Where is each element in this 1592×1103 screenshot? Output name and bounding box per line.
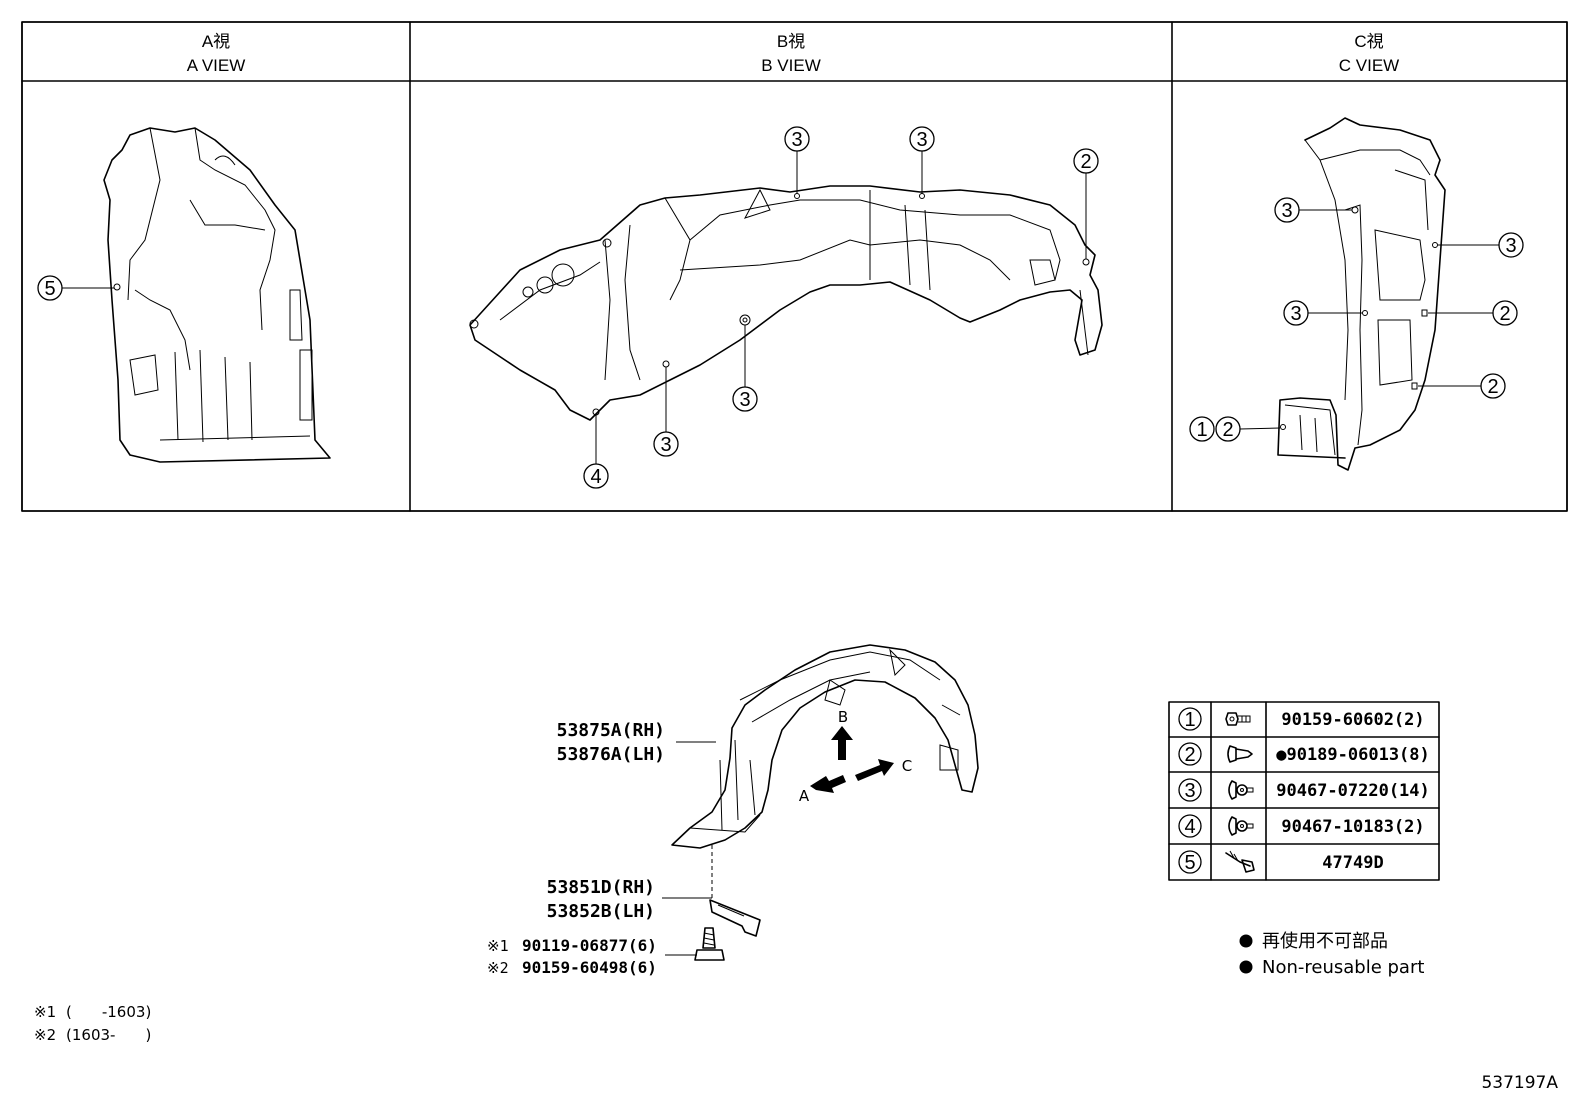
svg-text:3: 3 [1290,303,1301,325]
footnotes: ※1 ( -1603) ※2 (1603- ) [34,1003,151,1044]
view-panels-frame [21,21,1568,512]
svg-text:3: 3 [1505,235,1516,257]
liner-part-lh: 53876A(LH) [557,744,665,765]
row-index: 2 [1184,744,1195,766]
b-view-callout-4: 4 [583,415,609,489]
row-part: 90159-60602(2) [1281,710,1424,730]
table-row: 1 90159-60602(2) [1178,707,1425,731]
footnote-1-range: ( -1603) [66,1003,151,1021]
table-row: 4 90467-10183(2) [1178,814,1425,838]
svg-text:2: 2 [1487,376,1498,398]
a-view-liner-drawing [103,127,331,463]
footnote-2-range: (1603- ) [66,1026,151,1044]
c-view-callout-3b: 3 [1438,232,1524,258]
c-view-callout-2a: 2 [1428,300,1518,326]
c-view-callout-2b: 2 [1418,373,1506,399]
bolt-1-part: 90119-06877(6) [522,936,657,955]
bracket-part-lh: 53852B(LH) [547,901,655,922]
retainer-clip-icon [1228,816,1254,836]
non-reusable-dot-icon [1239,960,1253,974]
c-view-title-jp: C視 [1354,32,1383,51]
b-view-callout-2: 2 [1073,148,1099,259]
bolt-2-part: 90159-60498(6) [522,958,657,977]
c-view-callout-3a: 3 [1274,197,1352,223]
table-row: 2 ●90189-06013(8) [1178,742,1430,766]
row-part: 47749D [1322,853,1383,873]
b-view-title-en: B VIEW [761,56,821,75]
bracket-drawing [709,899,761,937]
row-part: 90467-07220(14) [1276,781,1430,801]
svg-text:3: 3 [791,129,802,151]
svg-text:4: 4 [590,466,601,488]
svg-text:1: 1 [1196,419,1207,441]
a-view-callout-5: 5 [37,275,114,301]
bolt-with-washer-icon [1225,712,1251,726]
bolt-1-mark: ※1 [487,937,509,955]
direction-c-label: C [902,757,912,775]
svg-text:5: 5 [44,278,55,300]
svg-text:3: 3 [1281,200,1292,222]
c-view-title-en: C VIEW [1339,56,1399,75]
footnote-1-mark: ※1 [34,1003,56,1021]
table-row: 5 47749D [1178,850,1384,874]
svg-text:3: 3 [739,389,750,411]
b-view-liner-drawing [469,185,1103,421]
row-part: 90467-10183(2) [1281,817,1424,837]
row-index: 3 [1184,780,1195,802]
bolt-2-mark: ※2 [487,959,509,977]
footnote-2-mark: ※2 [34,1026,56,1044]
liner-part-rh: 53875A(RH) [557,720,665,741]
svg-text:2: 2 [1499,303,1510,325]
row-index: 1 [1184,709,1195,731]
b-view-title-jp: B視 [777,32,805,51]
non-reusable-legend: 再使用不可部品 Non-reusable part [1239,931,1424,978]
fastener-table [1168,701,1440,881]
table-row: 3 90467-07220(14) [1178,778,1430,802]
push-clip-icon [1227,745,1253,763]
a-view-title-en: A VIEW [187,56,246,75]
direction-arrows: B A C [799,708,912,805]
a-view-title-jp: A視 [202,32,230,51]
direction-a-label: A [799,787,810,805]
svg-text:3: 3 [660,434,671,456]
non-reusable-dot-icon [1239,934,1253,948]
bracket-part-rh: 53851D(RH) [547,877,655,898]
svg-text:3: 3 [916,129,927,151]
row-index: 4 [1184,816,1195,838]
b-view-callout-3b: 3 [909,126,935,194]
bolt-drawing [694,927,725,961]
c-view-callout-3c: 3 [1283,300,1362,326]
c-view-callout-1-2: 1 2 [1189,416,1281,442]
c-view-liner-drawing [1277,117,1446,471]
row-index: 5 [1184,852,1195,874]
b-view-callout-3d: 3 [653,367,679,457]
retainer-clip-icon [1228,780,1254,800]
legend-jp: 再使用不可部品 [1262,931,1388,952]
b-view-callout-3a: 3 [784,126,810,194]
svg-text:2: 2 [1080,151,1091,173]
diagram-id: 537197A [1481,1073,1558,1093]
direction-b-label: B [838,708,848,726]
svg-text:2: 2 [1222,419,1233,441]
fender-liner-drawing [671,644,979,898]
legend-en: Non-reusable part [1262,957,1424,978]
grommet-icon [1225,850,1255,873]
row-part: ●90189-06013(8) [1276,745,1430,765]
b-view-callout-3c: 3 [732,325,758,412]
